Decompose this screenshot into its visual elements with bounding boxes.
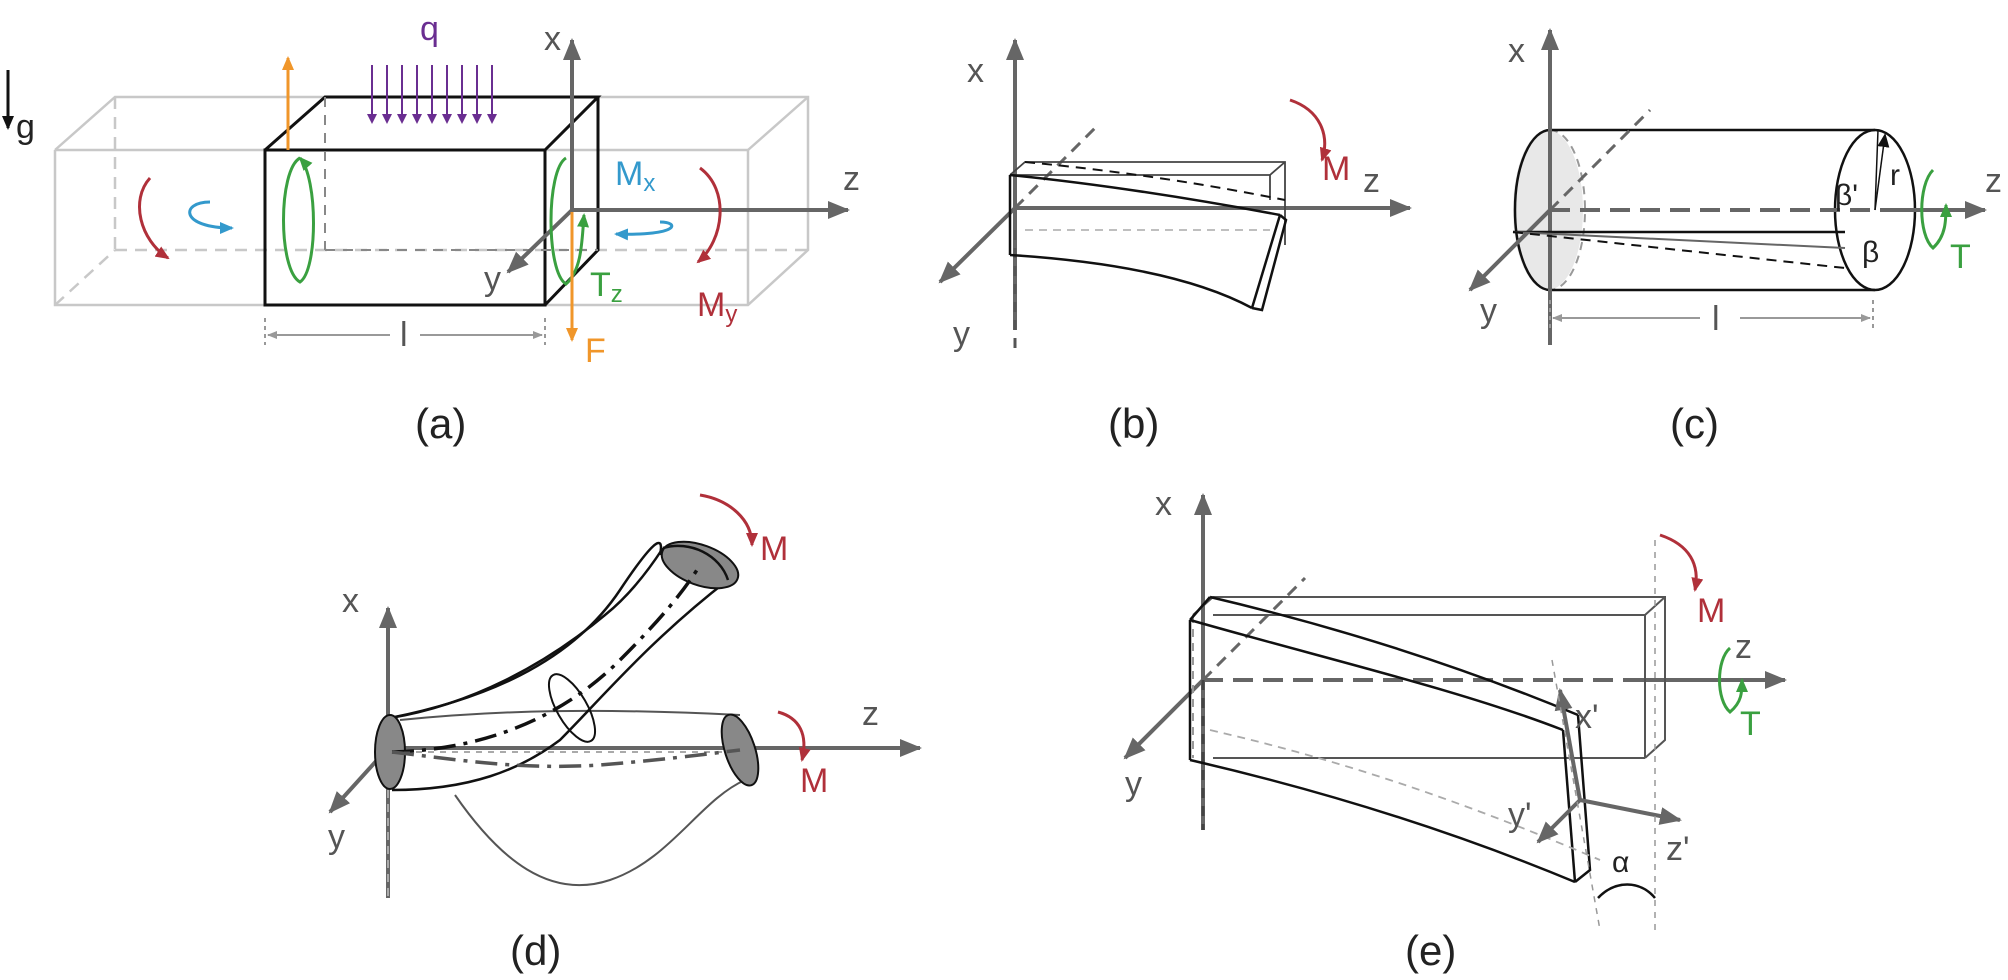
y-axis-label: y [1480, 292, 1497, 330]
caption-c: (c) [1670, 400, 1719, 447]
bent-beam [1008, 173, 1288, 312]
undeformed-beam [1009, 161, 1286, 245]
z-axis-label: z [1363, 162, 1380, 200]
torque-label: T [1950, 238, 1971, 276]
x-axis-label: x [967, 52, 984, 90]
z-axis-label: z [843, 160, 860, 198]
y-prime-label: y' [1508, 796, 1532, 834]
z-prime-label: z' [1666, 830, 1690, 868]
radius-label: r [1890, 159, 1900, 192]
y-axis-label: y [328, 818, 345, 856]
mx-left-icon [188, 200, 234, 234]
moment-icon [1659, 533, 1704, 592]
caption-b: (b) [1108, 400, 1159, 447]
caption-e: (e) [1405, 927, 1456, 974]
torsion-left-icon [282, 156, 315, 284]
length-l-label: l [400, 316, 408, 354]
torque-tz-icon [549, 156, 590, 286]
force-f-label: F [585, 332, 606, 370]
length-dimension [264, 318, 546, 345]
mx-label: Mx [615, 155, 655, 197]
x-axis-label: x [1155, 485, 1172, 523]
panel-d: x z y M M (d) [328, 493, 922, 974]
torque-label: T [1740, 705, 1761, 743]
beta-label: β [1862, 236, 1879, 269]
moment-right-icon [777, 710, 811, 762]
torque-icon [1920, 168, 1952, 251]
load-q-label: q [420, 10, 439, 48]
panel-b: x z y M (b) [938, 38, 1412, 447]
y-axis-label: y [953, 315, 970, 353]
beam-element [263, 95, 602, 307]
mid-section [547, 673, 597, 743]
moment-label: M [1322, 150, 1350, 188]
tz-label: Tz [590, 266, 623, 308]
x-prime-label: x' [1575, 698, 1599, 736]
alpha-label: α [1612, 846, 1629, 879]
moment-label: M [1697, 592, 1725, 630]
z-axis-label: z [1985, 162, 2002, 200]
beta-prime-label: β' [1835, 179, 1858, 212]
z-axis-label: z [862, 695, 879, 733]
x-axis-label: x [544, 20, 561, 58]
x-axis-label: x [342, 582, 359, 620]
y-axis [1468, 208, 1552, 292]
end-section-top [660, 540, 740, 590]
panel-c: x z y r β' β T l (c) [1468, 28, 2002, 447]
z-axis-label: z [1735, 628, 1752, 666]
panel-a: g [2, 10, 860, 447]
y-axis-label: y [1125, 765, 1142, 803]
ghost-beam [53, 95, 810, 307]
mx-right-icon [614, 220, 674, 241]
moment-my-icon [696, 166, 722, 264]
distributed-load-q [367, 65, 497, 124]
gravity-label: g [16, 108, 35, 146]
caption-d: (d) [510, 927, 561, 974]
moment-top-icon [699, 493, 758, 547]
y-axis [1123, 678, 1205, 760]
panel-e: x z y x' y' z' [1123, 485, 1787, 974]
moment-left-icon [138, 176, 170, 260]
x-axis-label: x [1508, 32, 1525, 70]
y-axis [938, 206, 1017, 284]
y-axis-label: y [484, 260, 501, 298]
length-dimension [1549, 300, 1874, 332]
deformed-beam [1188, 595, 1592, 884]
length-l-label: l [1712, 300, 1720, 338]
moment-icon [1289, 98, 1332, 162]
moment-right-label: M [800, 762, 828, 800]
y-axis [506, 208, 574, 274]
x-prime-axis [1554, 688, 1582, 801]
caption-a: (a) [415, 400, 466, 447]
moment-top-label: M [760, 530, 788, 568]
z-prime-axis [1579, 798, 1682, 825]
torque-icon [1718, 646, 1748, 714]
my-label: My [697, 286, 737, 328]
y-prime-axis [1536, 798, 1582, 844]
